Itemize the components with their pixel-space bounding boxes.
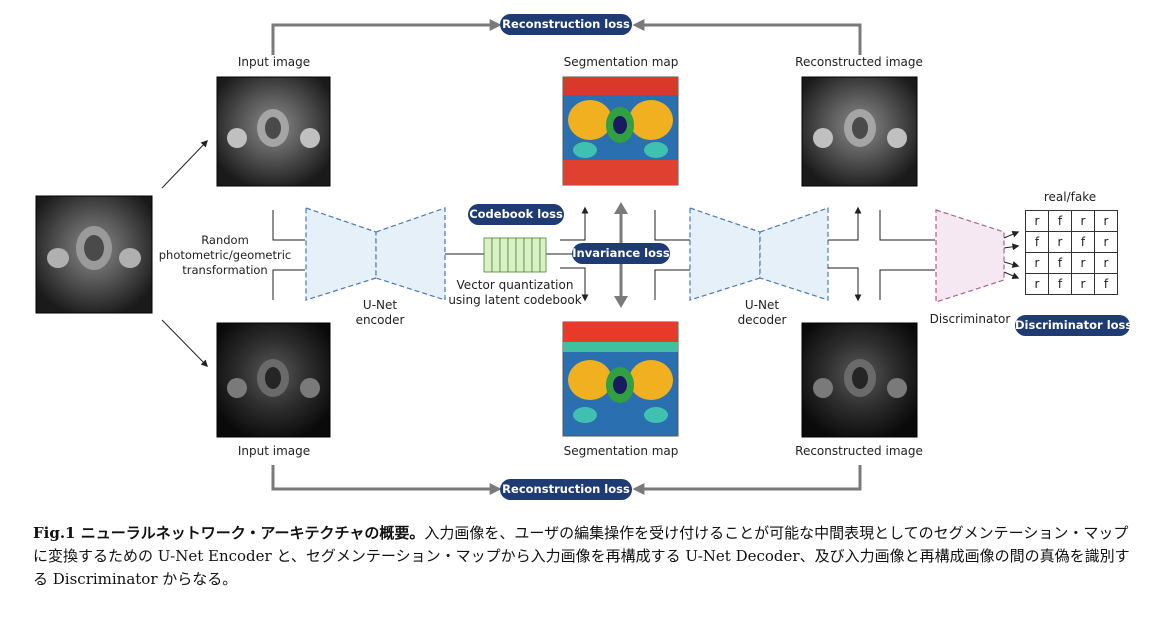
- vector-quantization-label: Vector quantization using latent codeboo…: [448, 278, 582, 307]
- decoder-output-arrows: [828, 206, 862, 302]
- grid-row: r f r r: [1025, 210, 1118, 232]
- reconstruction-loss-top-badge: Reconstruction loss: [500, 14, 632, 35]
- grid-cell: f: [1048, 210, 1072, 232]
- unet-encoder-shape: [305, 207, 446, 301]
- latent-codebook: [445, 237, 585, 273]
- grid-cell: f: [1071, 231, 1095, 253]
- grid-row: f r f r: [1025, 231, 1118, 253]
- recon-image-bottom-label: Reconstructed image: [795, 444, 923, 458]
- unet-encoder-label: U-Net encoder: [355, 298, 405, 327]
- grid-cell: r: [1025, 210, 1049, 232]
- unet-decoder-shape: [689, 207, 829, 301]
- grid-cell: r: [1071, 252, 1095, 274]
- grid-cell: f: [1048, 273, 1072, 295]
- reconstructed-image-bottom: [801, 322, 918, 438]
- grid-cell: r: [1071, 210, 1095, 232]
- caption-body: 入力画像を、ユーザの編集操作を受け付けることが可能な中間表現としてのセグメンテー…: [33, 524, 1130, 588]
- source-mri-image: [35, 195, 153, 314]
- input-image-top: [216, 76, 331, 187]
- input-image-bottom: [216, 322, 331, 438]
- segmentation-map-top: [562, 76, 679, 186]
- discriminator-input-connectors: [879, 210, 935, 300]
- segmentation-map-bottom: [562, 321, 679, 437]
- real-fake-label: real/fake: [1043, 190, 1097, 204]
- discriminator-label: Discriminator: [929, 312, 1011, 326]
- real-fake-grid: r f r r f r f r r f r r r f r f: [1025, 210, 1118, 295]
- unet-decoder-label: U-Net decoder: [737, 298, 787, 327]
- discriminator-output-arrows: [1003, 230, 1020, 280]
- decoder-input-connectors: [654, 210, 690, 300]
- recon-loss-top-connector: [271, 19, 862, 55]
- encoder-output-arrows: [560, 206, 589, 302]
- caption-title: Fig.1 ニューラルネットワーク・アーキテクチャの概要。: [33, 524, 425, 542]
- architecture-diagram: [35, 19, 1020, 495]
- reconstructed-image-top: [801, 76, 918, 187]
- grid-cell: f: [1094, 273, 1118, 295]
- arrow-to-input-top: [161, 139, 208, 189]
- grid-cell: r: [1094, 210, 1118, 232]
- grid-cell: f: [1048, 252, 1072, 274]
- input-image-bottom-label: Input image: [237, 444, 311, 458]
- grid-cell: r: [1094, 252, 1118, 274]
- grid-cell: r: [1048, 231, 1072, 253]
- seg-map-bottom-label: Segmentation map: [563, 444, 679, 458]
- discriminator-loss-badge: Discriminator loss: [1015, 315, 1132, 336]
- recon-image-top-label: Reconstructed image: [795, 55, 923, 69]
- grid-cell: r: [1094, 231, 1118, 253]
- reconstruction-loss-bottom-badge: Reconstruction loss: [500, 479, 632, 500]
- grid-cell: r: [1025, 252, 1049, 274]
- grid-cell: r: [1025, 273, 1049, 295]
- grid-cell: f: [1025, 231, 1049, 253]
- invariance-loss-badge: Invariance loss: [572, 243, 670, 264]
- grid-row: r f r r: [1025, 252, 1118, 274]
- encoder-input-connectors: [272, 210, 305, 300]
- grid-cell: r: [1071, 273, 1095, 295]
- input-image-top-label: Input image: [237, 55, 311, 69]
- arrow-to-input-bottom: [161, 319, 208, 368]
- codebook-loss-badge: Codebook loss: [468, 204, 564, 225]
- recon-loss-bottom-connector: [271, 465, 862, 495]
- figure-caption: Fig.1 ニューラルネットワーク・アーキテクチャの概要。入力画像を、ユーザの編…: [33, 522, 1138, 591]
- discriminator-shape: [935, 209, 1005, 303]
- grid-row: r f r f: [1025, 273, 1118, 295]
- random-transform-label: Random photometric/geometric transformat…: [158, 233, 292, 277]
- seg-map-top-label: Segmentation map: [563, 55, 679, 69]
